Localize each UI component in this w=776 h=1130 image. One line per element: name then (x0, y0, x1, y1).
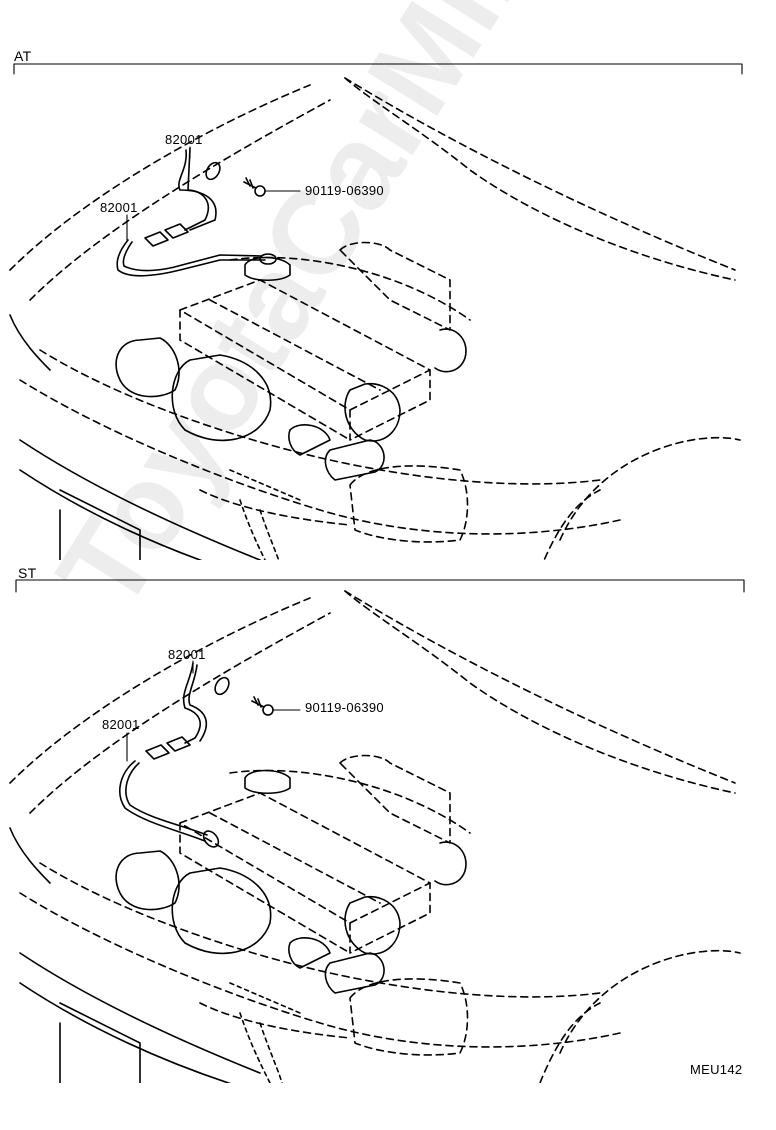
battery-cable-upper-st (182, 662, 201, 744)
engine-bay-diagram-st (9, 590, 741, 1083)
callout-bolt-at: 90119-06390 (305, 183, 384, 198)
connector-block-st (145, 736, 191, 760)
callout-82001-lower-at: 82001 (100, 200, 138, 215)
section-st-bracket (15, 579, 745, 593)
section-at-bracket (13, 63, 743, 75)
bolt-icon-at (243, 177, 266, 197)
section-title-st: ST (18, 565, 37, 581)
engine-bay-diagram-at (9, 77, 741, 560)
battery-cable-lower-at (116, 239, 266, 277)
section-title-at: AT (14, 48, 32, 64)
battery-cable-upper-at (184, 147, 210, 231)
callout-bolt-st: 90119-06390 (305, 700, 384, 715)
connector-block-at (144, 223, 189, 247)
callout-82001-lower-st: 82001 (102, 717, 140, 732)
battery-cable-lower-st (119, 760, 206, 842)
callout-82001-upper-at: 82001 (165, 132, 203, 147)
figure-code: MEU142 (690, 1062, 743, 1077)
callout-82001-upper-st: 82001 (168, 647, 206, 662)
bolt-icon-st (251, 696, 274, 716)
